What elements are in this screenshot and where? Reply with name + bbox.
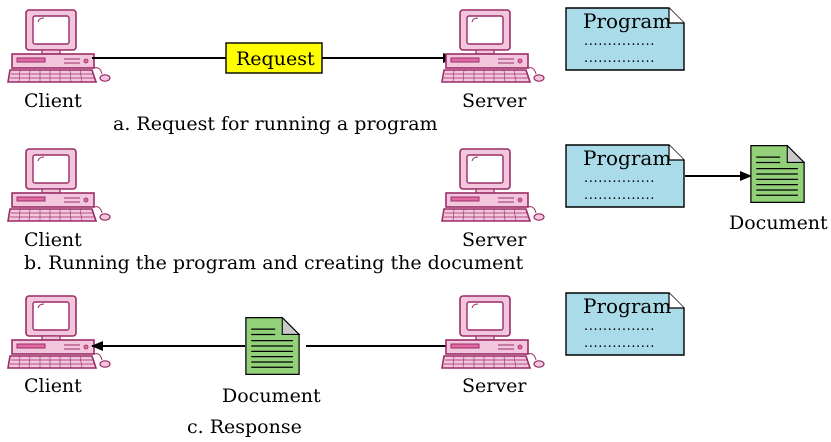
client-computer-icon <box>7 295 111 369</box>
document-label: Document <box>222 385 321 407</box>
server-computer-icon <box>441 9 545 83</box>
panel-request: Client Request Server Program ..........… <box>7 7 685 135</box>
program-dots-line-2: ............... <box>584 336 655 351</box>
document-label: Document <box>729 212 828 234</box>
program-dots-line-1: ............... <box>584 34 655 49</box>
panel-response: Client Document Server Program .........… <box>7 292 685 438</box>
client-label: Client <box>24 375 82 397</box>
server-computer-icon <box>441 148 545 222</box>
client-computer-icon <box>7 148 111 222</box>
program-dots-line-1: ............... <box>584 171 655 186</box>
document-icon <box>245 316 300 376</box>
caption-b: b. Running the program and creating the … <box>24 252 524 274</box>
program-label: Program <box>583 146 671 170</box>
server-label: Server <box>462 90 527 112</box>
program-label: Program <box>583 9 671 33</box>
client-label: Client <box>24 90 82 112</box>
client-label: Client <box>24 229 82 251</box>
server-label: Server <box>462 375 527 397</box>
program-dots-line-1: ............... <box>584 319 655 334</box>
request-label: Request <box>236 48 315 70</box>
client-computer-icon <box>7 9 111 83</box>
program-label: Program <box>583 294 671 318</box>
program-dots-line-2: ............... <box>584 51 655 66</box>
caption-a: a. Request for running a program <box>113 113 438 135</box>
server-computer-icon <box>441 295 545 369</box>
server-label: Server <box>462 229 527 251</box>
panel-running: Client Server Program ............... ..… <box>7 144 828 274</box>
caption-c: c. Response <box>187 416 302 438</box>
program-dots-line-2: ............... <box>584 188 655 203</box>
document-icon <box>750 144 805 204</box>
